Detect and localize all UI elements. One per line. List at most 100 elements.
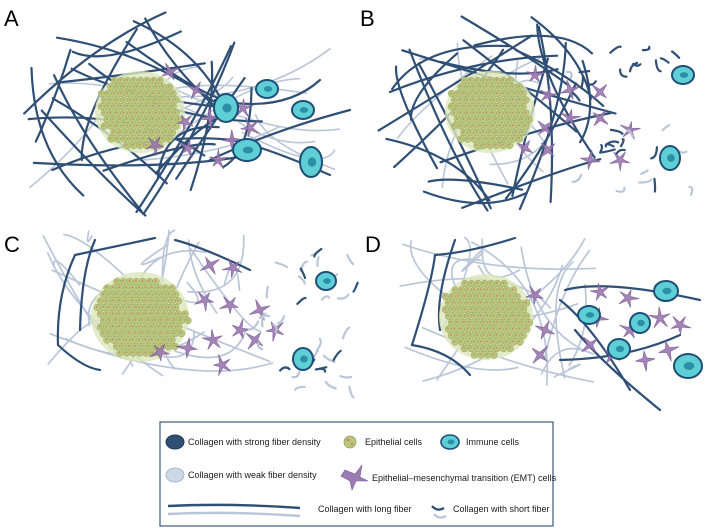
epithelial-nucleus — [102, 293, 105, 295]
epithelial-nucleus — [109, 137, 112, 140]
epithelial-nucleus — [131, 286, 134, 289]
epithelial-nucleus — [129, 124, 131, 127]
epithelial-nucleus — [132, 118, 134, 120]
epithelial-nucleus — [151, 338, 153, 341]
epithelial-nucleus — [151, 312, 153, 315]
epithelial-nucleus — [489, 295, 492, 297]
emt-cell — [609, 151, 630, 172]
epithelial-nucleus — [152, 105, 154, 107]
panel-label-b: B — [360, 6, 375, 31]
short-fiber — [565, 70, 573, 80]
epithelial-nucleus — [116, 124, 118, 127]
emt-cell — [648, 306, 671, 329]
epithelial-nucleus — [453, 327, 456, 330]
epithelial-nucleus — [142, 124, 144, 127]
epithelial-nucleus — [476, 334, 478, 336]
emt-cell — [232, 318, 252, 339]
epithelial-nucleus — [462, 118, 465, 120]
epithelial-nucleus — [505, 98, 507, 101]
epithelial-nucleus — [103, 98, 105, 101]
long-fiber-strong — [573, 328, 662, 412]
epithelial-nucleus — [505, 340, 508, 343]
epithelial-nucleus — [105, 286, 108, 289]
epithelial-nucleus — [469, 131, 471, 133]
epithelial-nucleus — [116, 111, 118, 114]
epithelial-nucleus — [498, 124, 501, 127]
emt-cell — [539, 86, 557, 103]
epithelial-nucleus — [470, 282, 472, 284]
epithelial-nucleus — [512, 288, 514, 291]
epithelial-nucleus — [521, 334, 524, 336]
epithelial-nucleus — [105, 299, 108, 302]
emt-cell — [145, 136, 165, 156]
epithelial-nucleus — [131, 299, 134, 302]
epithelial-nucleus — [180, 332, 182, 334]
short-fiber — [313, 247, 323, 258]
long-fiber-weak — [470, 241, 549, 386]
epithelial-nucleus — [151, 299, 153, 302]
epithelial-nucleus — [167, 306, 170, 308]
emt-cell — [161, 62, 179, 81]
epithelial-nucleus — [502, 308, 505, 310]
epithelial-nucleus — [122, 137, 125, 140]
epithelial-nucleus — [122, 124, 125, 127]
epithelial-nucleus — [489, 334, 491, 336]
emt-cell — [176, 337, 199, 359]
epithelial-nucleus — [174, 98, 177, 101]
epithelial-nucleus — [135, 124, 138, 127]
epithelial-nucleus — [501, 131, 504, 133]
epithelial-nucleus — [128, 280, 131, 282]
epithelial-nucleus — [521, 321, 524, 323]
immune-cell — [292, 347, 314, 371]
immune-nucleus — [242, 146, 254, 154]
long-fiber-strong — [563, 285, 702, 302]
epithelial-nucleus — [116, 85, 118, 88]
epithelial-nucleus — [466, 314, 469, 317]
epithelial-nucleus — [147, 319, 150, 321]
epithelial-nucleus — [499, 327, 501, 330]
epithelial-nucleus — [463, 347, 465, 349]
epithelial-nucleus — [463, 92, 465, 94]
epithelial-nucleus — [450, 308, 453, 310]
epithelial-nucleus — [164, 338, 166, 341]
epithelial-nucleus — [171, 92, 174, 94]
epithelial-nucleus — [132, 92, 135, 94]
long-fiber-strong — [53, 74, 143, 213]
epithelial-nucleus — [492, 85, 494, 88]
epithelial-nucleus — [525, 301, 527, 304]
epithelial-nucleus — [161, 306, 163, 308]
epithelial-nucleus — [508, 92, 511, 94]
emt-cell — [246, 331, 264, 350]
emt-cell — [234, 98, 254, 117]
short-fiber — [640, 169, 649, 176]
epithelial-nucleus — [177, 118, 180, 120]
epithelial-nucleus — [168, 111, 170, 114]
epithelial-nucleus — [473, 301, 475, 304]
epithelial-nucleus — [112, 338, 114, 341]
short-fiber — [688, 185, 694, 196]
epithelial-nucleus — [492, 340, 495, 343]
epithelial-nucleus — [472, 137, 475, 140]
epithelial-nucleus — [148, 293, 150, 295]
epithelial-nucleus — [155, 124, 157, 127]
short-fiber — [256, 341, 264, 351]
immune-nucleus — [679, 72, 689, 78]
epithelial-nucleus — [112, 325, 114, 328]
epithelial-nucleus — [160, 345, 163, 347]
epithelial-nucleus — [99, 312, 101, 315]
epithelial-nucleus — [151, 118, 154, 120]
epithelial-nucleus — [103, 111, 105, 114]
short-fiber — [296, 296, 307, 305]
epithelial-nucleus — [482, 347, 485, 349]
epithelial-nucleus — [512, 301, 514, 304]
long-fiber-strong — [80, 28, 138, 162]
long-fiber-strong — [40, 109, 147, 217]
epithelial-nucleus — [492, 124, 494, 127]
epithelial-nucleus — [138, 286, 140, 289]
epithelial-nucleus — [126, 79, 128, 81]
short-fiber — [671, 50, 681, 59]
epithelial-nucleus — [141, 293, 144, 295]
epithelial-nucleus — [518, 327, 521, 330]
epithelial-nucleus — [158, 105, 161, 107]
